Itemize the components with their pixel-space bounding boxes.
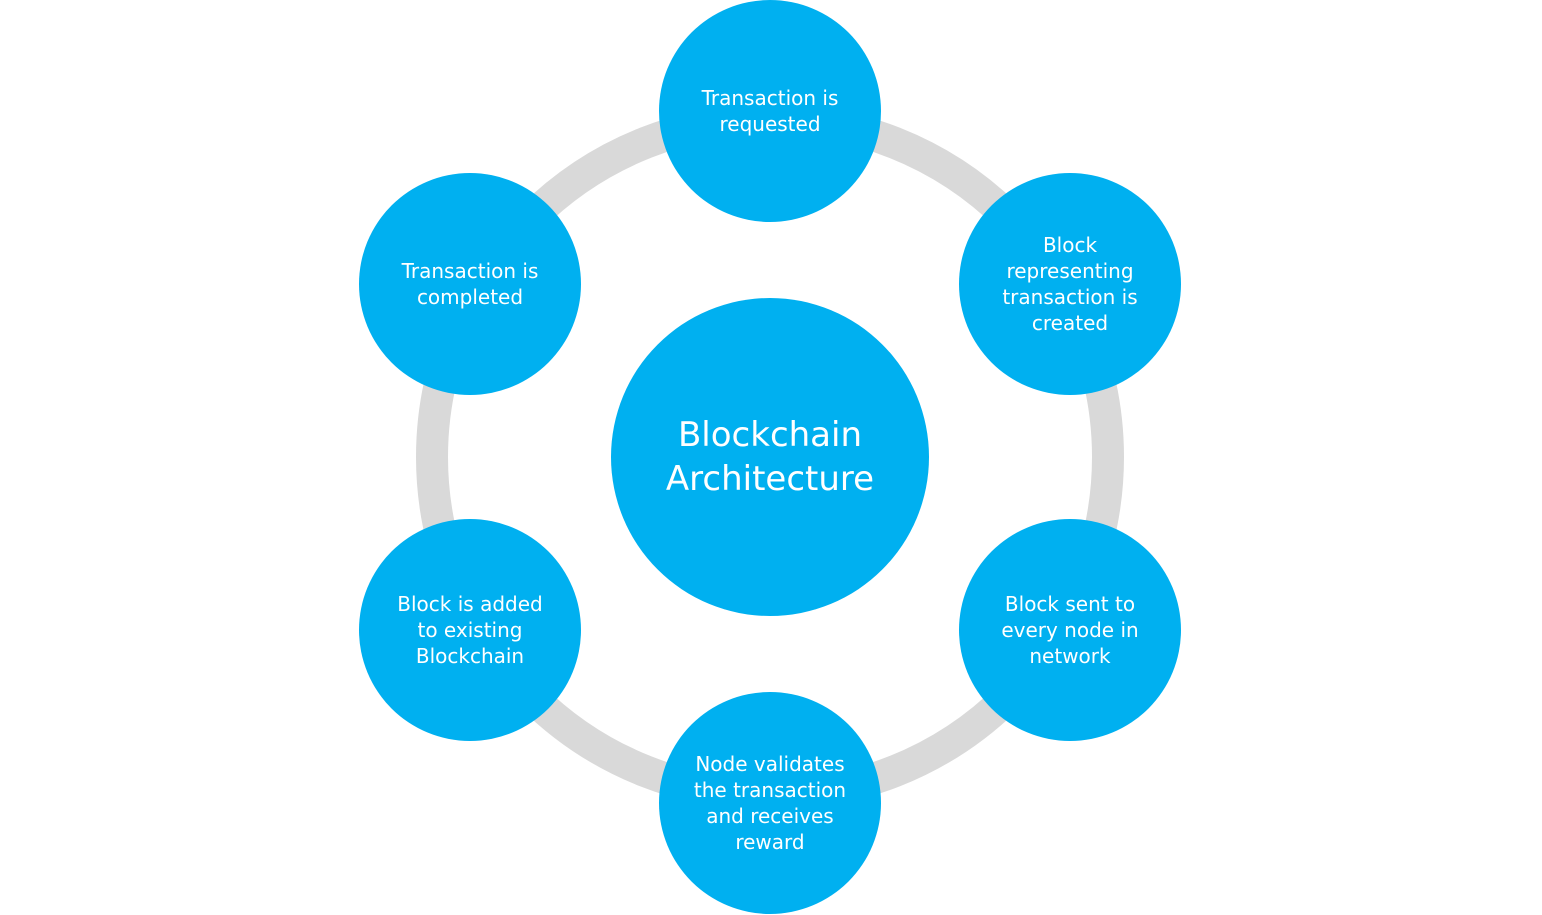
step-label: Transaction is completed	[401, 259, 539, 309]
step-node-block-created: Block representing transaction is create…	[959, 173, 1181, 395]
step-node-block-added: Block is added to existing Blockchain	[359, 519, 581, 741]
step-label: Block representing transaction is create…	[1002, 233, 1138, 335]
step-label: Block is added to existing Blockchain	[397, 592, 543, 668]
step-node-node-validates: Node validates the transaction and recei…	[659, 692, 881, 914]
step-node-block-sent: Block sent to every node in network	[959, 519, 1181, 741]
step-node-transaction-completed: Transaction is completed	[359, 173, 581, 395]
center-node: Blockchain Architecture	[611, 298, 929, 616]
step-label: Block sent to every node in network	[1001, 592, 1139, 668]
step-node-transaction-requested: Transaction is requested	[659, 0, 881, 222]
step-label: Transaction is requested	[701, 86, 839, 136]
step-label: Node validates the transaction and recei…	[693, 752, 847, 854]
center-node-label: Blockchain Architecture	[665, 415, 875, 499]
